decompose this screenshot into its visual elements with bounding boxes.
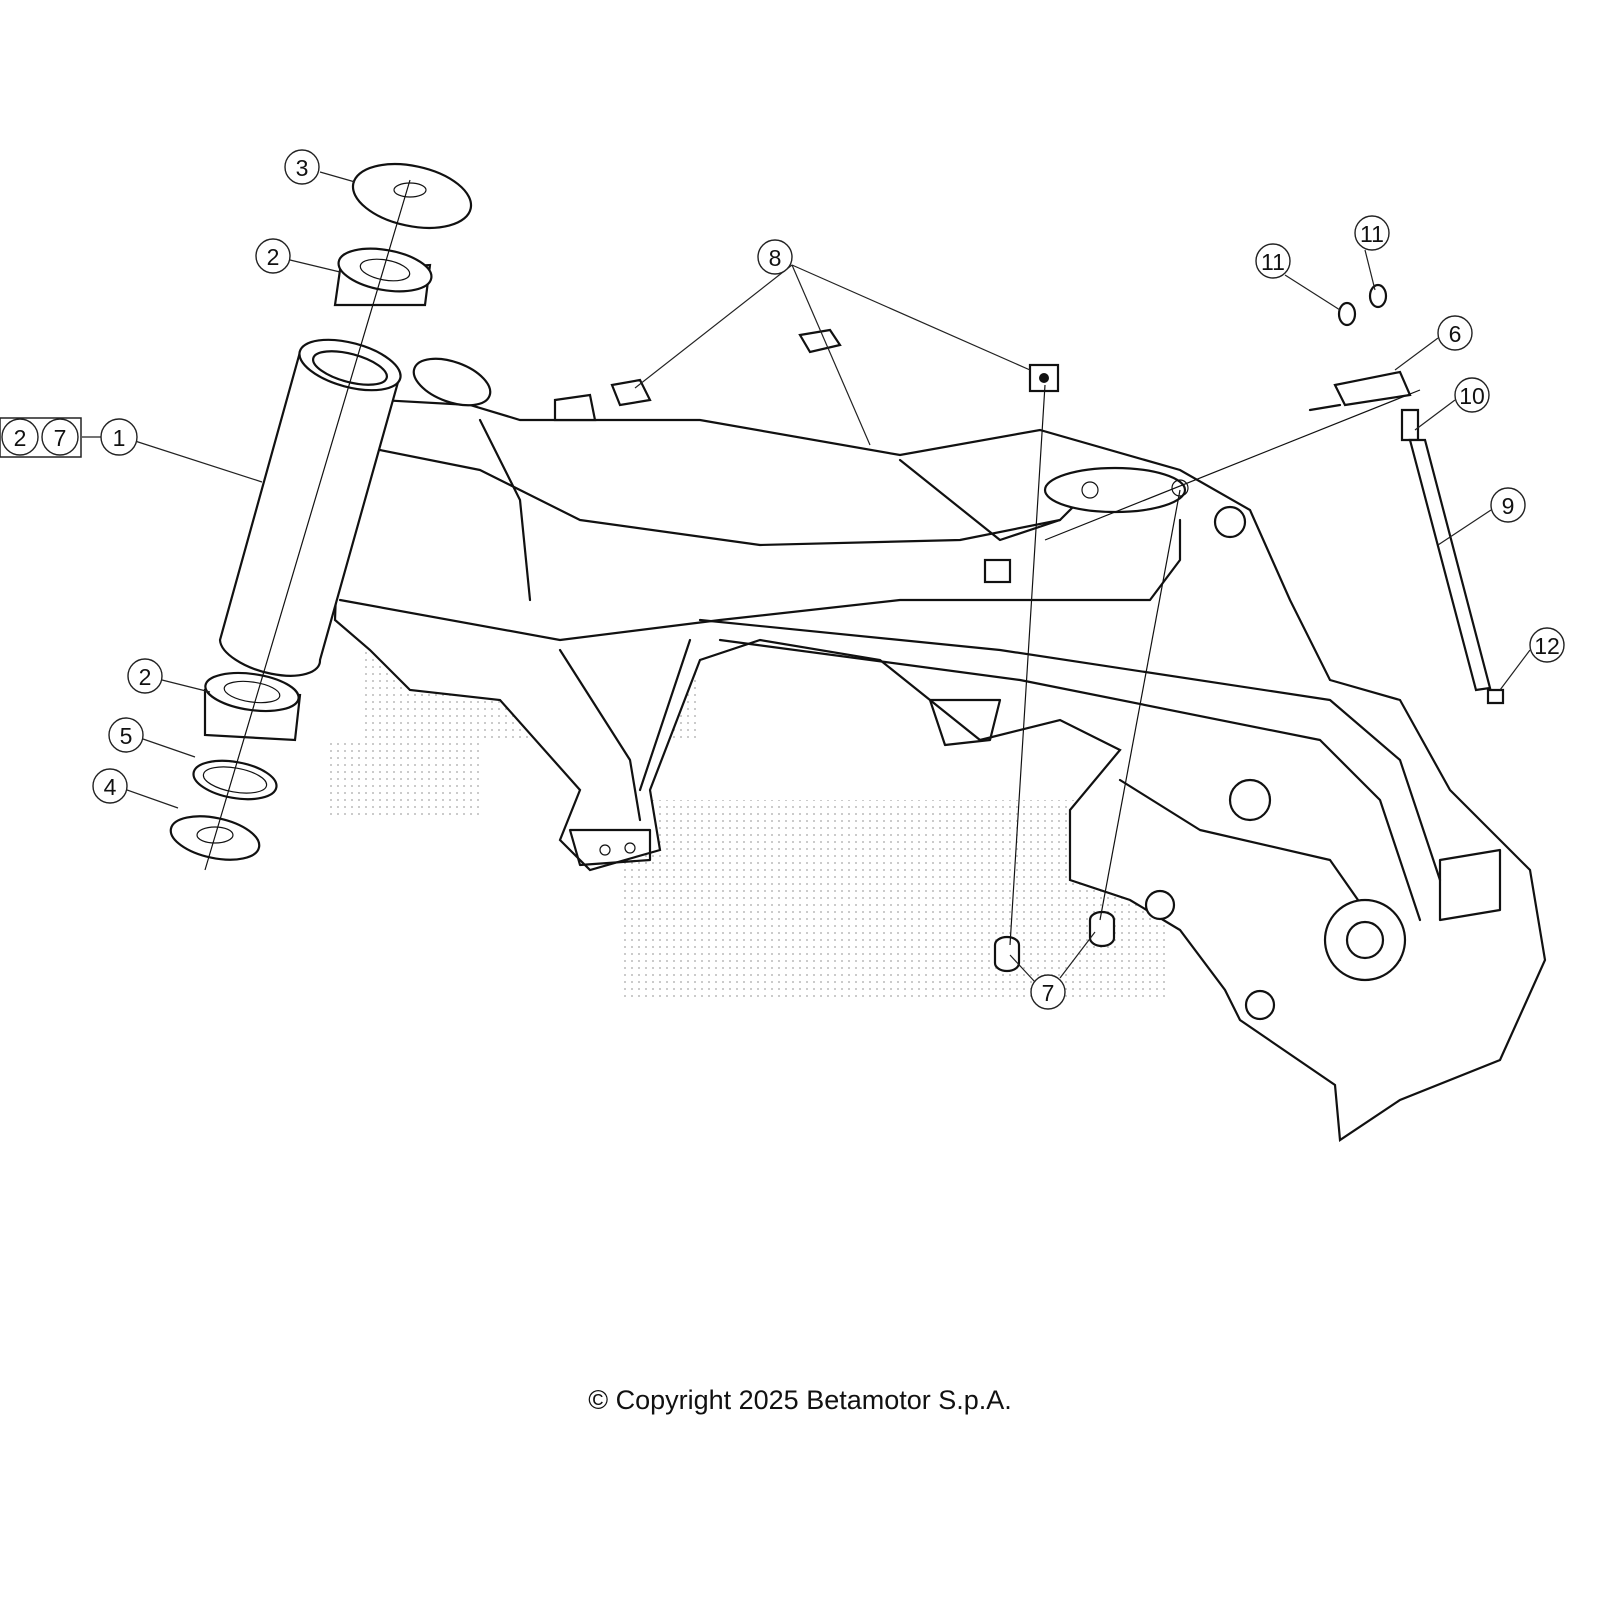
callout-8[interactable]: 8	[757, 239, 793, 275]
callout-label: 10	[1459, 383, 1485, 409]
callout-2-upper[interactable]: 2	[255, 238, 291, 274]
callout-label: 4	[104, 774, 117, 800]
callout-label: 9	[1502, 493, 1515, 519]
callout-4[interactable]: 4	[92, 768, 128, 804]
callout-label: 2	[139, 664, 152, 690]
callout-2-lower[interactable]: 2	[127, 658, 163, 694]
kit-callout-2[interactable]: 2	[1, 418, 39, 456]
callout-label: 12	[1534, 633, 1560, 659]
callout-label: 8	[769, 245, 782, 271]
copyright-notice: © Copyright 2025 Betamotor S.p.A.	[588, 1385, 1012, 1415]
steering-head-parts	[169, 163, 492, 871]
callout-3[interactable]: 3	[284, 149, 320, 185]
callout-11-left[interactable]: 11	[1255, 243, 1291, 279]
kit-label: 2	[14, 425, 27, 451]
callout-9[interactable]: 9	[1490, 487, 1526, 523]
callout-1[interactable]: 1	[100, 418, 138, 456]
callout-10[interactable]: 10	[1454, 377, 1490, 413]
callout-5[interactable]: 5	[108, 717, 144, 753]
main-frame	[333, 398, 1547, 1142]
callout-label: 2	[267, 244, 280, 270]
callout-label: 11	[1360, 221, 1384, 247]
callout-label: 1	[113, 425, 126, 451]
callout-label: 3	[296, 155, 309, 181]
callout-label: 5	[120, 723, 133, 749]
callout-label: 7	[1042, 980, 1055, 1006]
callout-6[interactable]: 6	[1437, 315, 1473, 351]
callout-label: 6	[1449, 321, 1462, 347]
leader-lines	[82, 171, 1531, 983]
kit-label: 7	[54, 425, 67, 451]
kit-callout-7[interactable]: 7	[41, 418, 79, 456]
callout-12[interactable]: 12	[1529, 627, 1565, 663]
callout-label: 11	[1261, 249, 1285, 275]
small-parts	[553, 283, 1505, 973]
callout-7[interactable]: 7	[1030, 974, 1066, 1010]
callout-11-right[interactable]: 11	[1354, 215, 1390, 251]
